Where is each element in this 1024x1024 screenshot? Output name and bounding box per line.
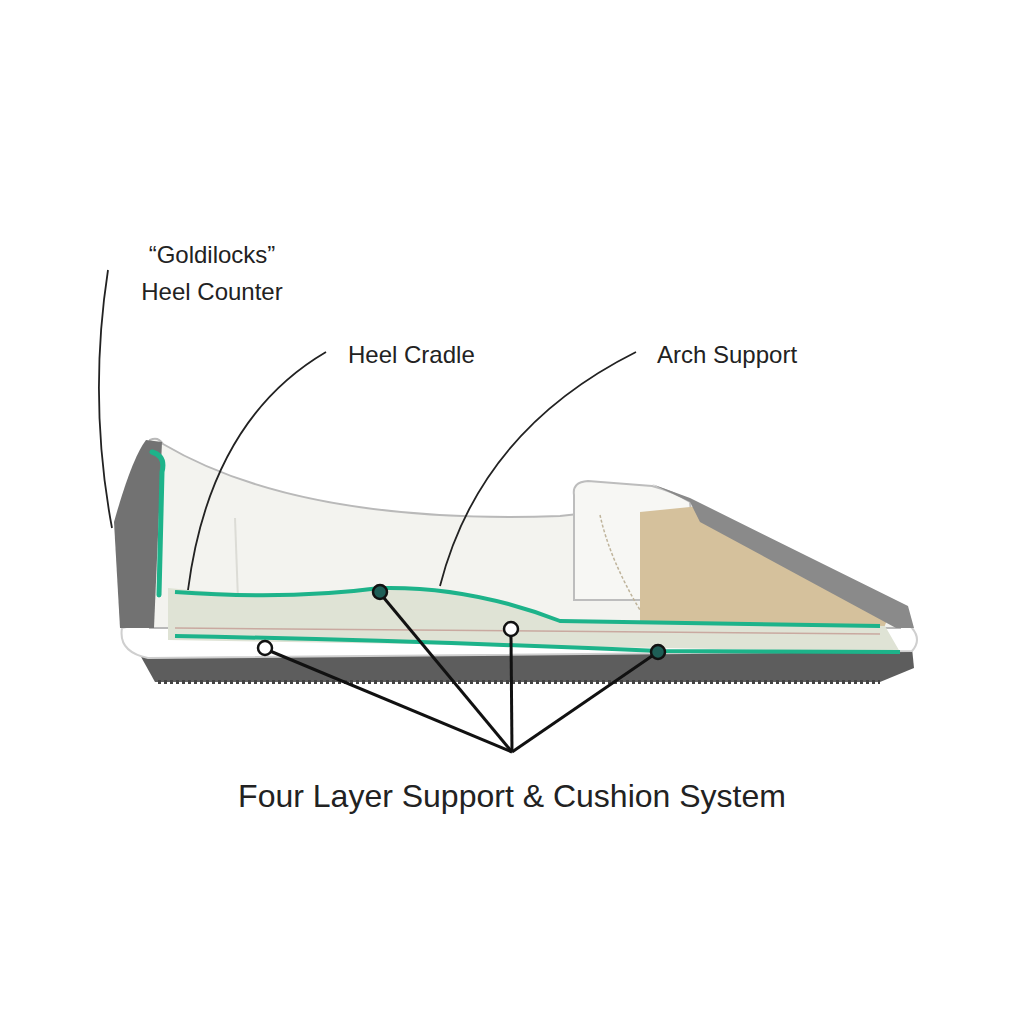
board-layer	[175, 628, 880, 634]
stitching	[600, 515, 640, 610]
top-cushion-layer	[175, 588, 880, 626]
leader-lines	[270, 598, 652, 752]
upper-seam	[235, 518, 238, 600]
insole-layers	[168, 586, 900, 652]
toe-upper-cut	[652, 484, 914, 628]
part-label: “Goldilocks” Heel Counter	[122, 236, 302, 310]
toe-interior	[640, 506, 890, 628]
base-layer	[175, 636, 900, 652]
heel-counter-layer	[152, 452, 163, 595]
part-label: Heel Cradle	[348, 336, 475, 373]
part-label: Arch Support	[657, 336, 797, 373]
leader-line	[188, 352, 326, 590]
outsole-tread	[158, 680, 880, 684]
callout-dot	[651, 645, 665, 659]
leader-line	[440, 352, 636, 586]
callout-dot	[258, 641, 272, 655]
leader-line	[99, 270, 112, 528]
callout-dot	[373, 585, 387, 599]
callout-dot	[504, 622, 518, 636]
heel-back	[114, 440, 162, 628]
system-label: Four Layer Support & Cushion System	[238, 772, 786, 822]
